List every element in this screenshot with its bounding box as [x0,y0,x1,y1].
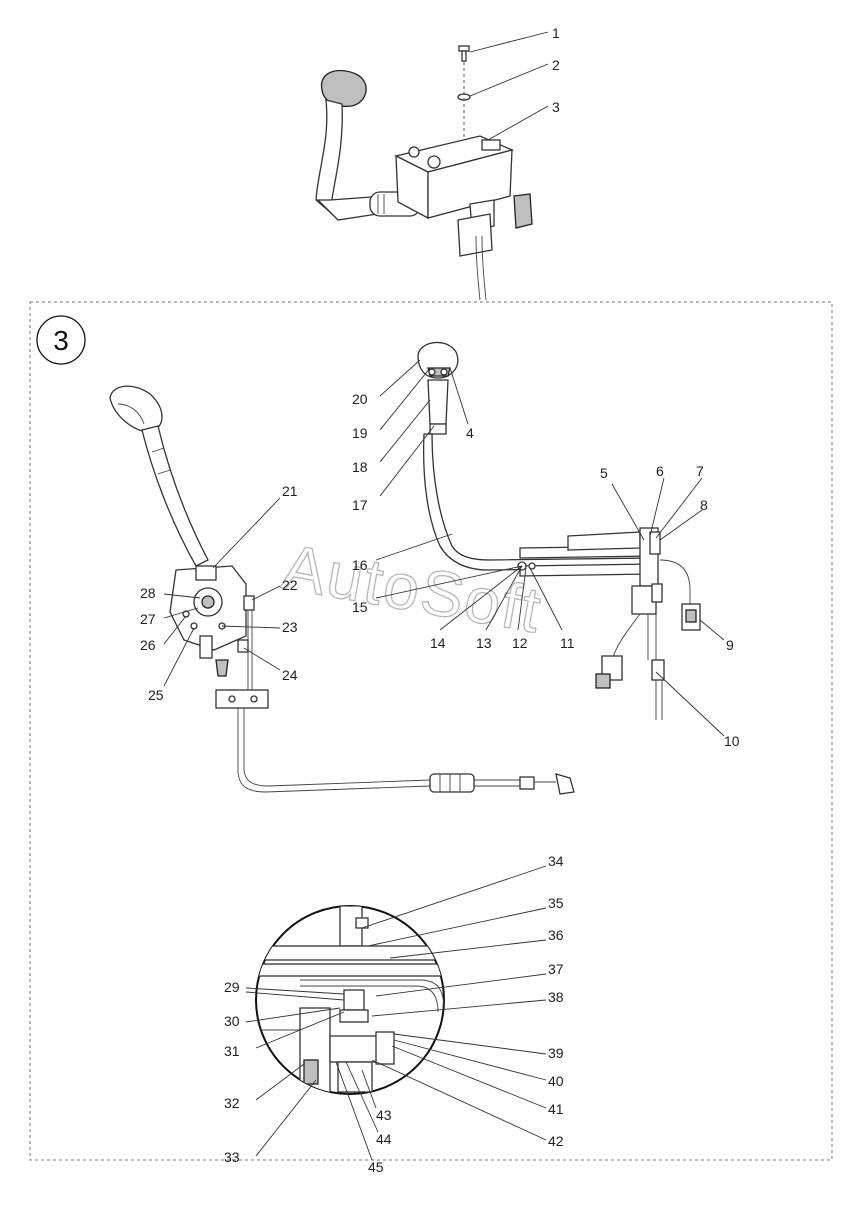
callout-7: 7 [696,463,704,479]
callout-43: 43 [376,1107,392,1123]
left-assembly [109,385,575,795]
callout-11: 11 [560,635,575,651]
top-assembly [315,45,533,301]
callout-35: 35 [548,895,564,911]
callout-18: 18 [352,459,368,475]
callout-36: 36 [548,927,564,943]
callout-22: 22 [282,577,298,593]
callout-26: 26 [140,637,156,653]
callout-17: 17 [352,497,368,513]
section-frame [29,301,833,1161]
callout-8: 8 [700,497,708,513]
callout-4: 4 [466,425,474,441]
callout-42: 42 [548,1133,564,1149]
callout-32: 32 [224,1095,240,1111]
callout-34: 34 [548,853,564,869]
callout-12: 12 [512,635,528,651]
callout-25: 25 [148,687,164,703]
callout-30: 30 [224,1013,240,1029]
callout-40: 40 [548,1073,564,1089]
callout-2: 2 [552,57,560,73]
callout-24: 24 [282,667,298,683]
callout-29: 29 [224,979,240,995]
callout-23: 23 [282,619,298,635]
callout-9: 9 [726,637,734,653]
callout-41: 41 [548,1101,564,1117]
callout-10: 10 [724,733,740,749]
callout-14: 14 [430,635,446,651]
callout-5: 5 [600,465,608,481]
callout-45: 45 [368,1159,384,1175]
callout-16: 16 [352,557,368,573]
callout-28: 28 [140,585,156,601]
callout-38: 38 [548,989,564,1005]
callout-1: 1 [552,25,560,41]
callout-19: 19 [352,425,368,441]
callout-37: 37 [548,961,564,977]
right-assembly [417,341,701,720]
detail-view [255,905,445,1095]
callout-31: 31 [224,1043,240,1059]
callout-13: 13 [476,635,492,651]
callout-33: 33 [224,1149,240,1165]
callout-21: 21 [282,483,298,499]
section-number: 3 [53,325,69,356]
callout-15: 15 [352,599,368,615]
callout-3: 3 [552,99,560,115]
callout-39: 39 [548,1045,564,1061]
callout-44: 44 [376,1131,392,1147]
section-badge [36,315,86,365]
callout-27: 27 [140,611,156,627]
callout-6: 6 [656,463,664,479]
callout-20: 20 [352,391,368,407]
